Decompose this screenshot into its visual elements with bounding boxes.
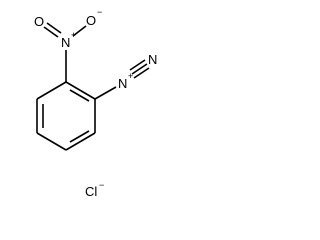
diazonium-nitrogen-1-label: N (118, 76, 127, 91)
chloride-charge: − (99, 180, 104, 190)
bond-ring-to-diazonium-n (94, 86, 117, 100)
ring-bond-c6-c1 (36, 81, 67, 100)
ring-bond-c4-c5 (36, 132, 67, 151)
ring-double-bond-inner-1 (69, 89, 90, 102)
ring-double-bond-inner-2 (69, 130, 90, 143)
chemical-structure-diagram: N + O O − N + N Cl − (34, 7, 157, 199)
bond-nitro-n-o-right (72, 25, 87, 37)
nitro-oxygen-top-label: O (34, 14, 44, 29)
benzene-ring (36, 81, 96, 151)
nitro-nitrogen-label: N (61, 35, 70, 50)
diazonium-nitrogen-1-charge: + (128, 71, 133, 81)
ring-bond-c3-c4 (65, 132, 96, 151)
bond-nitro-n-o-top-b (46, 22, 62, 34)
chloride-counterion: Cl − (85, 180, 104, 199)
diazonium-nitrogen-2-label: N (148, 52, 157, 67)
diazonium-triple-bond-c (129, 59, 146, 71)
bond-nitro-n-o-top-a (43, 26, 59, 38)
nitro-oxygen-right-label: O (86, 13, 96, 28)
ring-bond-c1-c2 (65, 81, 96, 100)
nitro-group: N + O O − (34, 7, 102, 82)
diazonium-triple-bond-b (133, 67, 150, 79)
nitro-oxygen-right-charge: − (97, 7, 102, 17)
diazonium-group: N + N (94, 52, 157, 100)
chloride-label: Cl (85, 184, 97, 199)
diazonium-triple-bond-a (131, 63, 148, 75)
